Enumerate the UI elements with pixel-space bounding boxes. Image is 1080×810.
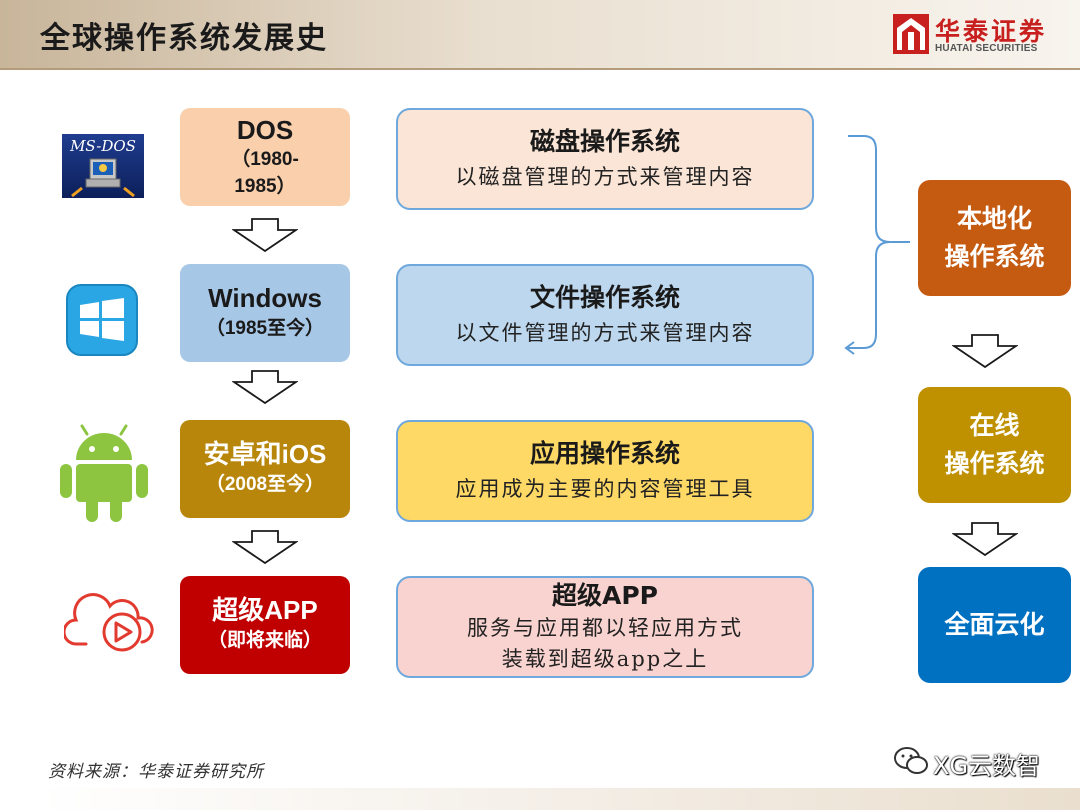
era-box-android-ios: 安卓和iOS （2008至今） bbox=[180, 420, 350, 518]
desc-heading: 文件操作系统 bbox=[529, 283, 680, 312]
down-arrow-icon bbox=[232, 530, 298, 564]
era-title: Windows bbox=[208, 283, 322, 313]
windows-icon bbox=[66, 284, 138, 356]
era-period-start: （1980- bbox=[231, 149, 299, 170]
source-note: 资料来源：华泰证券研究所 bbox=[48, 762, 264, 782]
down-arrow-icon bbox=[232, 218, 298, 252]
desc-heading: 超级APP bbox=[552, 581, 658, 610]
huatai-logo: 华泰证券 HUATAI SECURITIES bbox=[893, 12, 1063, 58]
android-icon bbox=[60, 424, 148, 522]
page-title: 全球操作系统发展史 bbox=[40, 21, 328, 56]
desc-box-file-os: 文件操作系统 以文件管理的方式来管理内容 bbox=[396, 264, 814, 366]
desc-box-disk-os: 磁盘操作系统 以磁盘管理的方式来管理内容 bbox=[396, 108, 814, 210]
desc-text: 以文件管理的方式来管理内容 bbox=[455, 321, 755, 345]
era-title: 安卓和iOS bbox=[203, 439, 327, 469]
side-box-local-os: 本地化 操作系统 bbox=[918, 180, 1071, 296]
side-box-full-cloud: 全面云化 bbox=[918, 567, 1071, 683]
desc-text-line-1: 服务与应用都以轻应用方式 bbox=[467, 616, 743, 640]
desc-text: 以磁盘管理的方式来管理内容 bbox=[455, 165, 755, 189]
era-period: （1985至今） bbox=[205, 318, 325, 339]
desc-heading: 应用操作系统 bbox=[529, 439, 680, 468]
side-box-line-1: 在线 bbox=[969, 411, 1020, 440]
down-arrow-icon bbox=[952, 522, 1018, 556]
side-box-online-os: 在线 操作系统 bbox=[918, 387, 1071, 503]
era-period: （2008至今） bbox=[205, 474, 325, 495]
down-arrow-icon bbox=[952, 334, 1018, 368]
cloud-play-icon bbox=[64, 593, 154, 652]
desc-box-super-app: 超级APP 服务与应用都以轻应用方式 装载到超级app之上 bbox=[396, 576, 814, 678]
wechat-icon bbox=[894, 747, 928, 774]
era-title: DOS bbox=[236, 115, 294, 145]
era-box-dos: DOS （1980- 1985） bbox=[180, 108, 350, 206]
era-period: （即将来临） bbox=[207, 630, 322, 651]
desc-heading: 磁盘操作系统 bbox=[529, 127, 680, 156]
desc-text: 应用成为主要的内容管理工具 bbox=[455, 477, 755, 501]
side-box-line-2: 操作系统 bbox=[944, 449, 1045, 478]
side-box-line-1: 全面云化 bbox=[944, 610, 1045, 639]
side-box-line-1: 本地化 bbox=[956, 204, 1032, 233]
header-bar: 全球操作系统发展史 华泰证券 HUATAI SECURITIES bbox=[0, 0, 1080, 70]
era-box-super-app: 超级APP （即将来临） bbox=[180, 576, 350, 674]
side-box-line-2: 操作系统 bbox=[944, 242, 1045, 271]
era-period-end: 1985） bbox=[234, 176, 296, 197]
era-title: 超级APP bbox=[212, 595, 318, 625]
ms-dos-icon: MS-DOS bbox=[62, 134, 144, 198]
huatai-logo-icon bbox=[893, 14, 929, 54]
desc-box-app-os: 应用操作系统 应用成为主要的内容管理工具 bbox=[396, 420, 814, 522]
logo-english-name: HUATAI SECURITIES bbox=[935, 43, 1038, 54]
era-box-windows: Windows （1985至今） bbox=[180, 264, 350, 362]
watermark-text: XG云数智 bbox=[933, 752, 1041, 780]
ms-dos-label: MS-DOS bbox=[69, 137, 136, 155]
footer-band bbox=[40, 788, 1080, 810]
logo-chinese-name: 华泰证券 bbox=[935, 17, 1048, 46]
brace-connector bbox=[844, 135, 910, 355]
down-arrow-icon bbox=[232, 370, 298, 404]
desc-text-line-2: 装载到超级app之上 bbox=[501, 647, 709, 671]
watermark: XG云数智 bbox=[893, 744, 1073, 780]
